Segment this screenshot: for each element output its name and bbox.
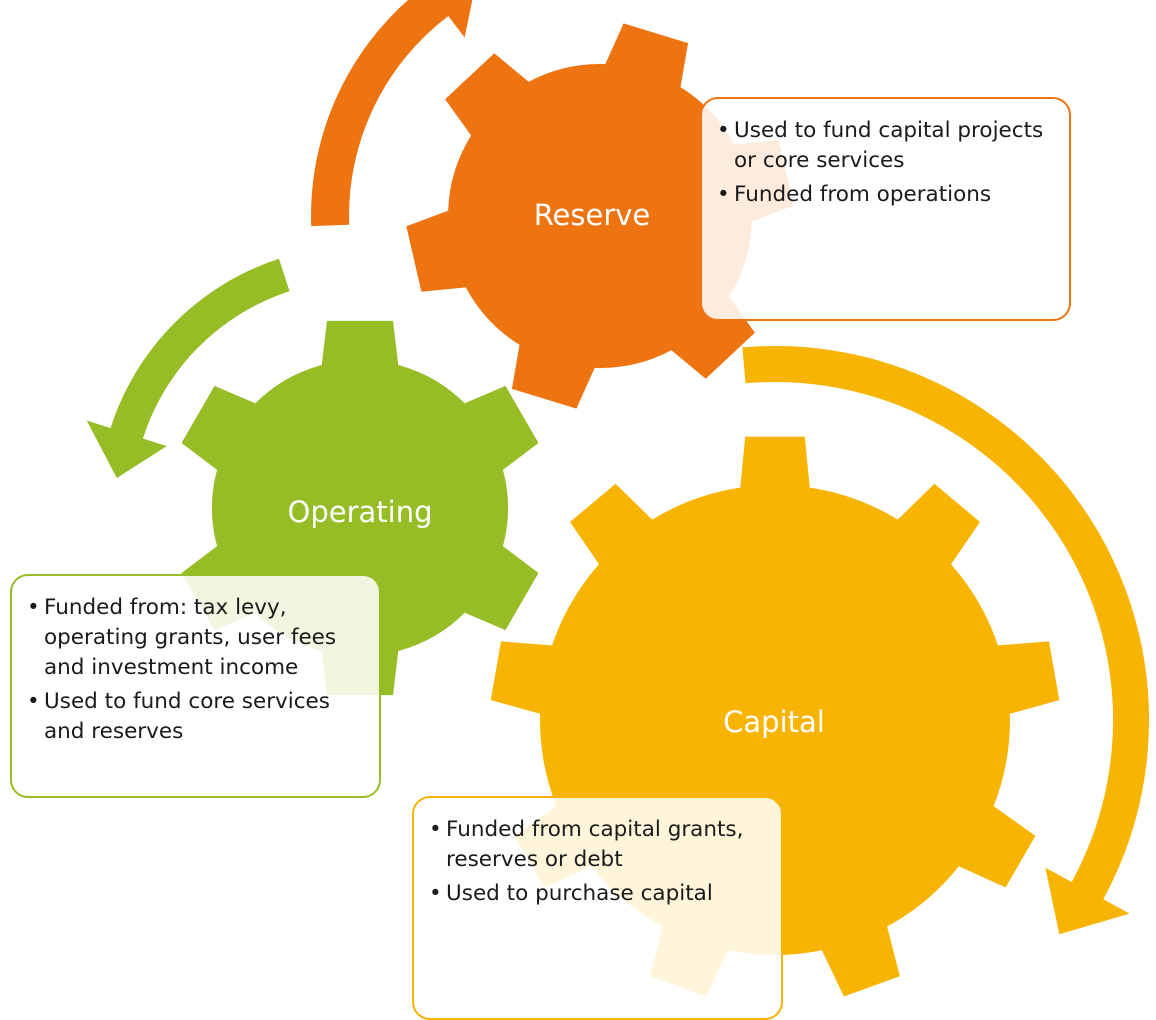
bullet-glyph: • (27, 689, 40, 714)
operating-gear-label: Operating (287, 495, 433, 529)
bullet-glyph: • (27, 595, 40, 620)
reserve-info-box: •Used to fund capital projects or core s… (700, 97, 1071, 321)
capital-bullet-text: Funded from capital grants, reserves or … (446, 817, 744, 872)
reserve-bullet-text: Funded from operations (734, 182, 992, 207)
bullet-glyph: • (717, 118, 730, 143)
bullet-glyph: • (429, 817, 442, 842)
operating-bullet-text: Used to fund core services and reserves (44, 689, 330, 744)
operating-bullet-text: Funded from: tax levy, operating grants,… (44, 595, 337, 680)
operating-bullet-item: •Funded from: tax levy, operating grants… (27, 593, 369, 683)
capital-bullet-item: •Used to purchase capital (429, 879, 771, 909)
capital-cycle-arrow (742, 345, 1150, 935)
reserve-bullet-item: •Funded from operations (717, 180, 1059, 210)
capital-bullet-text: Used to purchase capital (446, 881, 713, 906)
capital-info-box: •Funded from capital grants, reserves or… (412, 796, 783, 1020)
reserve-bullet-list: •Used to fund capital projects or core s… (717, 116, 1059, 210)
capital-gear-label: Capital (723, 705, 825, 739)
reserve-bullet-text: Used to fund capital projects or core se… (734, 118, 1044, 173)
capital-bullet-item: •Funded from capital grants, reserves or… (429, 815, 771, 875)
capital-bullet-list: •Funded from capital grants, reserves or… (429, 815, 771, 909)
bullet-glyph: • (717, 182, 730, 207)
operating-bullet-list: •Funded from: tax levy, operating grants… (27, 593, 369, 747)
reserve-cycle-arrow (311, 0, 473, 227)
reserve-gear-label: Reserve (533, 198, 651, 232)
reserve-gear (406, 23, 794, 409)
operating-bullet-item: •Used to fund core services and reserves (27, 687, 369, 747)
bullet-glyph: • (429, 881, 442, 906)
operating-cycle-arrow (86, 258, 290, 479)
reserve-bullet-item: •Used to fund capital projects or core s… (717, 116, 1059, 176)
operating-info-box: •Funded from: tax levy, operating grants… (10, 574, 381, 798)
